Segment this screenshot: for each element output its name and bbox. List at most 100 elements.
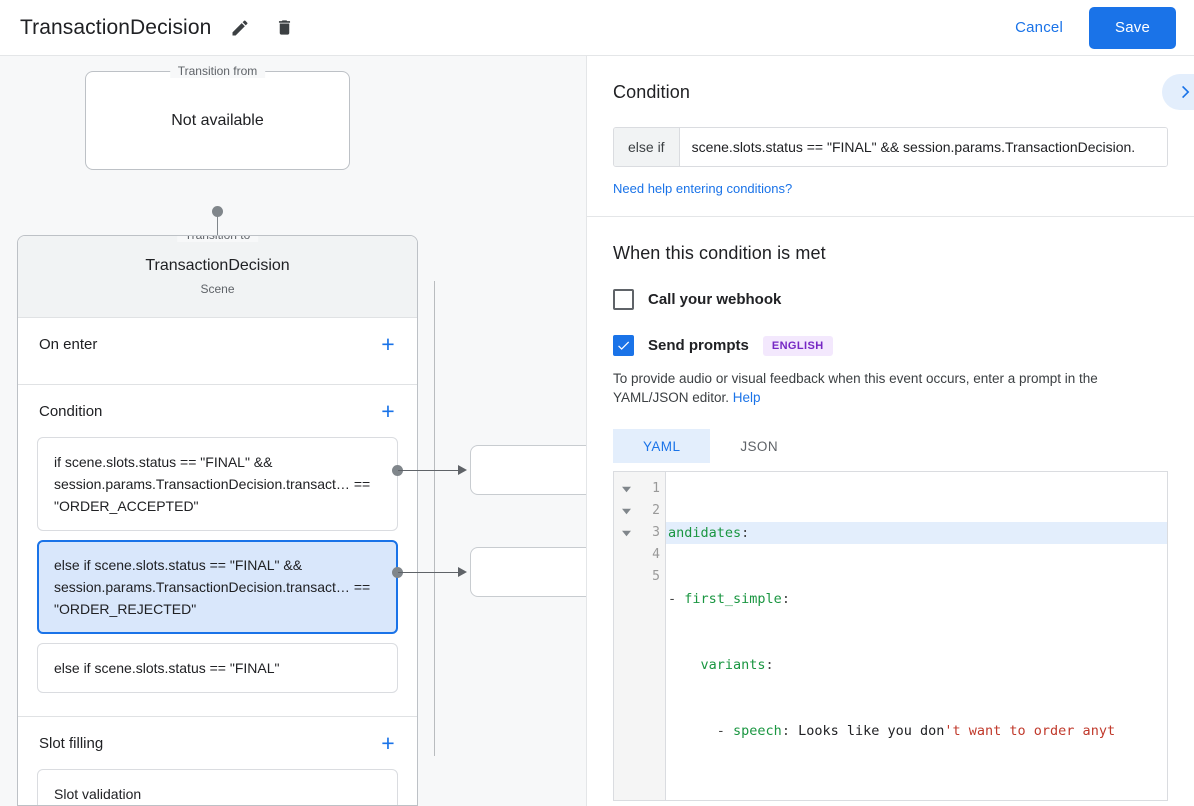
code-line-4: - speech: Looks like you don't want to o… — [666, 720, 1167, 742]
section-title-condition: Condition — [39, 402, 103, 420]
condition-prefix-label: else if — [614, 128, 680, 166]
transition-to-legend: Transition to — [176, 236, 259, 242]
trash-icon — [278, 20, 290, 35]
condition-expression-input[interactable] — [679, 128, 1167, 166]
scene-graph-canvas[interactable]: Transition from Not available Transition… — [0, 56, 586, 806]
send-prompts-row: Send prompts ENGLISH — [613, 335, 1168, 356]
yaml-indent: - — [668, 591, 685, 607]
send-prompts-label: Send prompts — [648, 337, 749, 354]
add-on-enter-button[interactable]: + — [381, 330, 395, 357]
yaml-value-tail: 't want to order anyt — [944, 723, 1116, 739]
pencil-icon — [232, 19, 248, 35]
condition-help-link[interactable]: Need help entering conditions? — [613, 181, 793, 196]
section-header: Condition + — [18, 385, 417, 437]
language-badge: ENGLISH — [762, 335, 833, 356]
yaml-key: first_simple — [684, 591, 782, 607]
yaml-value: Looks like you don — [798, 723, 945, 739]
prompt-hint-text: To provide audio or visual feedback when… — [613, 369, 1168, 407]
condition-section: Condition else if Need help entering con… — [587, 56, 1194, 217]
fold-toggle-3[interactable] — [614, 522, 638, 544]
webhook-row: Call your webhook — [613, 289, 1168, 310]
code-line-3: variants: — [666, 654, 1167, 676]
save-button[interactable]: Save — [1089, 6, 1176, 49]
section-slot-filling: Slot filling + Slot validation — [18, 717, 417, 805]
editor-fold-gutter — [614, 472, 638, 800]
expand-panel-button[interactable] — [1162, 74, 1194, 110]
condition-heading: Condition — [613, 82, 690, 102]
section-title-on-enter: On enter — [39, 335, 98, 353]
cancel-button[interactable]: Cancel — [999, 11, 1079, 44]
section-header: Slot filling + — [18, 717, 417, 769]
target-node-1[interactable] — [470, 445, 586, 495]
transition-from-group: Transition from Not available — [85, 64, 350, 170]
checkmark-icon — [618, 341, 630, 350]
call-webhook-checkbox[interactable] — [613, 289, 634, 310]
section-condition: Condition + if scene.slots.status == "FI… — [18, 385, 417, 717]
line-number: 2 — [652, 503, 660, 518]
send-prompts-checkbox[interactable] — [613, 335, 634, 356]
delete-button[interactable] — [269, 13, 299, 43]
prompt-hint-body: To provide audio or visual feedback when… — [613, 371, 1098, 405]
edge-line-2 — [398, 571, 458, 573]
yaml-colon: : — [765, 657, 774, 673]
code-line-1: andidates: — [666, 522, 1167, 544]
line-number: 4 — [652, 547, 660, 562]
chevron-right-icon — [1182, 85, 1190, 99]
when-met-heading: When this condition is met — [613, 243, 826, 263]
scene-header: TransactionDecision Scene — [18, 236, 417, 318]
yaml-colon: : — [741, 525, 750, 541]
edge-line-1 — [398, 469, 458, 471]
edit-title-button[interactable] — [225, 13, 255, 43]
editor-format-tabs: YAML JSON — [613, 429, 1168, 463]
when-condition-met-section: When this condition is met Call your web… — [587, 217, 1194, 801]
slot-validation-item[interactable]: Slot validation — [37, 769, 398, 805]
editor-code-area[interactable]: andidates: - first_simple: variants: - s… — [666, 472, 1167, 800]
add-condition-button[interactable]: + — [381, 397, 395, 424]
yaml-key: andidates — [668, 525, 742, 541]
code-line-5 — [666, 786, 1167, 800]
canvas-guide-line — [434, 281, 435, 756]
top-app-bar: TransactionDecision Cancel Save — [0, 0, 1194, 56]
edge-arrow-icon-1 — [458, 465, 467, 475]
caret-down-icon — [621, 486, 631, 492]
yaml-key: variants — [700, 657, 766, 673]
yaml-key: speech — [733, 723, 782, 739]
target-node-2[interactable] — [470, 547, 586, 597]
yaml-colon: : — [781, 591, 790, 607]
scene-type: Scene — [200, 282, 235, 296]
tab-json[interactable]: JSON — [740, 438, 778, 454]
yaml-indent — [668, 657, 701, 673]
transition-to-group: Transition to TransactionDecision Scene … — [17, 235, 418, 806]
edge-dot-2 — [392, 567, 403, 578]
code-line-2: - first_simple: — [666, 588, 1167, 610]
connector-dot — [212, 206, 223, 217]
condition-input-row: else if — [613, 127, 1168, 167]
line-number: 1 — [652, 481, 660, 496]
prompt-help-link[interactable]: Help — [732, 390, 761, 405]
section-header: On enter + — [18, 318, 417, 370]
edge-dot-1 — [392, 465, 403, 476]
yaml-colon: : — [781, 723, 799, 739]
caret-down-icon — [621, 508, 631, 514]
code-editor[interactable]: 1 2 3 4 5 andidates: - first_simple: var… — [613, 471, 1168, 801]
fold-toggle-1[interactable] — [614, 478, 638, 500]
edge-arrow-icon-2 — [458, 567, 467, 577]
tab-yaml[interactable]: YAML — [613, 429, 711, 463]
fold-toggle-2[interactable] — [614, 500, 638, 522]
transition-from-legend: Transition from — [169, 64, 266, 78]
page-title: TransactionDecision — [20, 15, 212, 39]
yaml-indent: - — [668, 723, 734, 739]
caret-down-icon — [621, 530, 631, 536]
add-slot-filling-button[interactable]: + — [381, 729, 395, 756]
scene-name: TransactionDecision — [145, 257, 290, 274]
line-number: 5 — [652, 569, 660, 584]
condition-item-1[interactable]: else if scene.slots.status == "FINAL" &&… — [37, 540, 398, 634]
details-panel: Condition else if Need help entering con… — [586, 56, 1194, 806]
condition-item-0[interactable]: if scene.slots.status == "FINAL" && sess… — [37, 437, 398, 531]
condition-item-2[interactable]: else if scene.slots.status == "FINAL" — [37, 643, 398, 693]
editor-line-numbers: 1 2 3 4 5 — [638, 472, 666, 800]
call-webhook-label: Call your webhook — [648, 291, 782, 308]
transition-from-value: Not available — [171, 111, 264, 129]
section-on-enter: On enter + — [18, 318, 417, 385]
section-title-slot-filling: Slot filling — [39, 734, 104, 752]
